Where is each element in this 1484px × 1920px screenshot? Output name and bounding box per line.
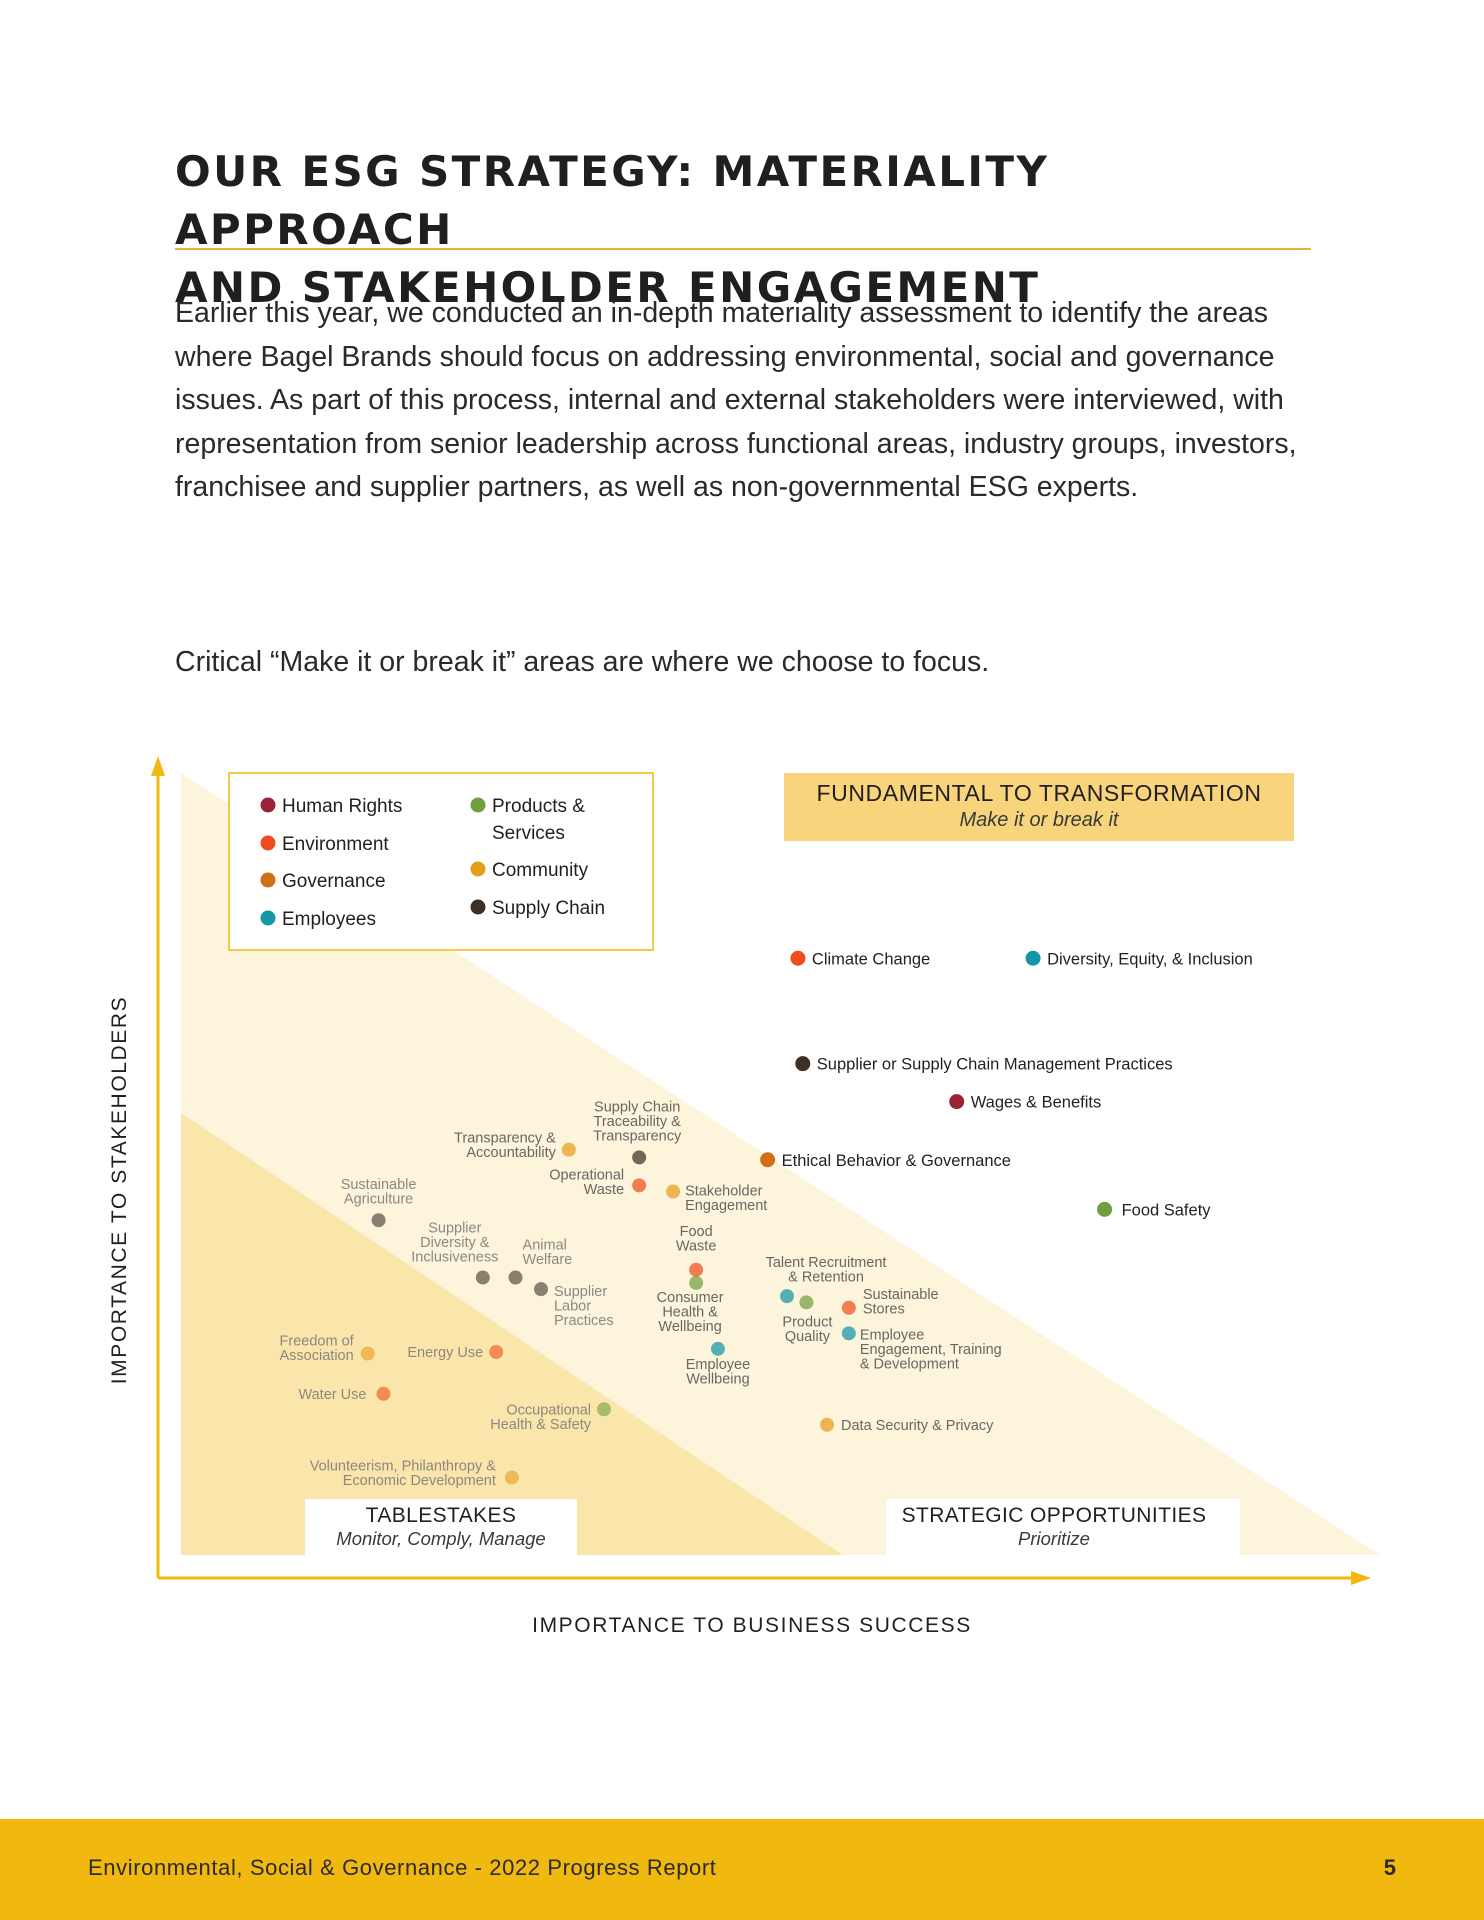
point-energy-use (489, 1344, 504, 1359)
y-axis-label: IMPORTANCE TO STAKEHOLDERS (108, 996, 131, 1385)
legend-marker-products-services (470, 797, 486, 813)
legend-marker-supply-chain (470, 899, 486, 915)
point-supplier-or-supply-chain-management-practices (795, 1056, 811, 1072)
point-operational-waste (632, 1178, 647, 1193)
legend-box (228, 772, 654, 951)
title-underline (175, 248, 1311, 250)
point-sustainable-stores (841, 1300, 856, 1315)
point-climate-change (790, 950, 806, 966)
point-diversity-equity-inclusion (1025, 950, 1041, 966)
legend-marker-employees (260, 910, 276, 926)
legend-label-products-services: Products &Services (492, 796, 585, 844)
point-volunteerism-philanthropy-economic-development (504, 1470, 519, 1485)
legend-marker-governance (260, 872, 276, 888)
point-transparency-accountability (561, 1142, 576, 1157)
legend-label-community: Community (492, 860, 589, 881)
legend-marker-human-rights (260, 797, 276, 813)
point-animal-welfare (508, 1270, 523, 1285)
point-label-water-use: Water Use (298, 1387, 366, 1403)
point-supply-chain-traceability-transparency (632, 1150, 647, 1165)
point-label-data-security-privacy: Data Security & Privacy (841, 1418, 994, 1434)
page-title-line-1: OUR ESG STRATEGY: MATERIALITY APPROACH (175, 147, 1050, 254)
point-product-quality (799, 1295, 814, 1310)
legend-label-environment: Environment (282, 834, 389, 855)
point-label-wages-benefits: Wages & Benefits (971, 1094, 1102, 1112)
point-stakeholder-engagement (666, 1184, 681, 1199)
point-label-supplier-or-supply-chain-management-practices: Supplier or Supply Chain Management Prac… (817, 1056, 1173, 1074)
legend-label-governance: Governance (282, 871, 386, 892)
point-label-talent-recruitment-retention: Talent Recruitment& Retention (766, 1255, 887, 1286)
fundamental-zone-title: FUNDAMENTAL TO TRANSFORMATION (816, 780, 1261, 806)
strategic-zone-box (886, 1499, 1240, 1557)
point-label-food-safety: Food Safety (1122, 1201, 1212, 1219)
point-supplier-labor-practices (533, 1282, 548, 1297)
legend-marker-environment (260, 835, 276, 851)
point-supplier-diversity-inclusiveness (475, 1270, 490, 1285)
point-food-safety (1097, 1201, 1113, 1217)
legend-label-human-rights: Human Rights (282, 796, 402, 817)
point-water-use (376, 1386, 391, 1401)
point-talent-recruitment-retention (780, 1289, 795, 1304)
point-employee-wellbeing (710, 1341, 725, 1356)
point-freedom-of-association (360, 1346, 375, 1361)
materiality-chart: IMPORTANCE TO BUSINESS SUCCESS IMPORTANCE… (108, 756, 1380, 1637)
x-axis-label: IMPORTANCE TO BUSINESS SUCCESS (532, 1614, 972, 1637)
page-title-line-2: AND STAKEHOLDER ENGAGEMENT (175, 263, 1041, 312)
intro-paragraph: Earlier this year, we conducted an in-de… (175, 297, 1297, 504)
point-label-ethical-behavior-governance: Ethical Behavior & Governance (782, 1152, 1011, 1170)
point-sustainable-agriculture (371, 1213, 386, 1228)
footer-bar: Environmental, Social & Governance - 202… (0, 1819, 1484, 1920)
point-ethical-behavior-governance (760, 1152, 776, 1168)
fundamental-zone-box (784, 773, 1294, 841)
page-number: 5 (1383, 1855, 1396, 1880)
point-data-security-privacy (820, 1417, 835, 1432)
legend-label-employees: Employees (282, 909, 376, 930)
legend-marker-community (470, 861, 486, 877)
tablestakes-zone-shape (181, 1113, 843, 1555)
strategic-zone-title: STRATEGIC OPPORTUNITIES (902, 1504, 1207, 1527)
fundamental-zone-subtitle: Make it or break it (960, 809, 1120, 831)
tablestakes-zone-box (305, 1499, 577, 1557)
point-consumer-health-wellbeing (689, 1275, 704, 1290)
tablestakes-zone-subtitle: Monitor, Comply, Manage (336, 1528, 545, 1549)
point-label-volunteerism-philanthropy-economic-development: Volunteerism, Philanthropy &Economic Dev… (310, 1459, 497, 1490)
point-food-waste (689, 1262, 704, 1277)
point-label-energy-use: Energy Use (407, 1345, 483, 1361)
point-label-climate-change: Climate Change (812, 950, 930, 968)
tagline: Critical “Make it or break it” areas are… (175, 646, 990, 678)
legend-label-supply-chain: Supply Chain (492, 898, 605, 919)
tablestakes-zone-title: TABLESTAKES (366, 1504, 517, 1527)
page-title: OUR ESG STRATEGY: MATERIALITY APPROACH A… (175, 143, 1315, 317)
point-label-diversity-equity-inclusion: Diversity, Equity, & Inclusion (1047, 950, 1253, 968)
strategic-zone-subtitle: Prioritize (1018, 1528, 1090, 1549)
point-label-transparency-accountability: Transparency &Accountability (454, 1131, 557, 1162)
point-wages-benefits (949, 1094, 965, 1110)
x-axis-arrow-icon (1351, 1571, 1371, 1585)
point-occupational-health-safety (597, 1402, 612, 1417)
footer-report-title: Environmental, Social & Governance - 202… (88, 1855, 717, 1880)
y-axis-arrow-icon (151, 756, 165, 776)
point-employee-engagement-training-development (841, 1326, 856, 1341)
